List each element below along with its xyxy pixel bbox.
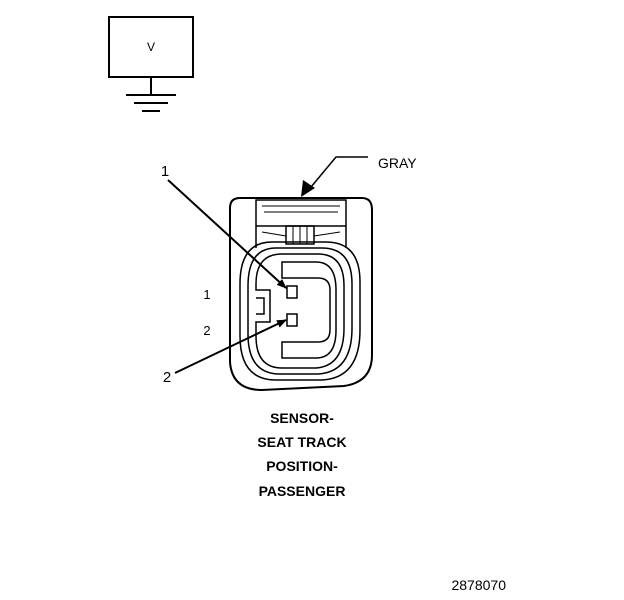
terminal-1: [286, 285, 298, 299]
pin-face-label-1: 1: [203, 287, 210, 302]
wire-color-label: GRAY: [378, 155, 417, 171]
terminal-2: [286, 313, 298, 327]
wire-color-callout: GRAY: [301, 155, 417, 197]
component-name-line-4: PASSENGER: [259, 483, 346, 499]
pin-callout-2-arrow: [174, 319, 287, 374]
pin-callout-1-arrow: [167, 179, 287, 289]
component-name-line-1: SENSOR-: [270, 410, 334, 426]
ground-icon: [126, 94, 176, 112]
pin-callout-2: 2: [163, 369, 171, 386]
connector-body: [229, 197, 373, 392]
component-name: SENSOR- SEAT TRACK POSITION- PASSENGER: [257, 410, 346, 499]
pin-face-label-2: 2: [203, 323, 210, 338]
voltmeter-symbol: V: [108, 16, 194, 95]
component-name-line-3: POSITION-: [266, 458, 338, 474]
component-name-line-2: SEAT TRACK: [257, 434, 346, 450]
figure-id: 2878070: [451, 577, 506, 593]
voltmeter-label: V: [147, 40, 155, 54]
pin-callout-1: 1: [161, 163, 169, 180]
